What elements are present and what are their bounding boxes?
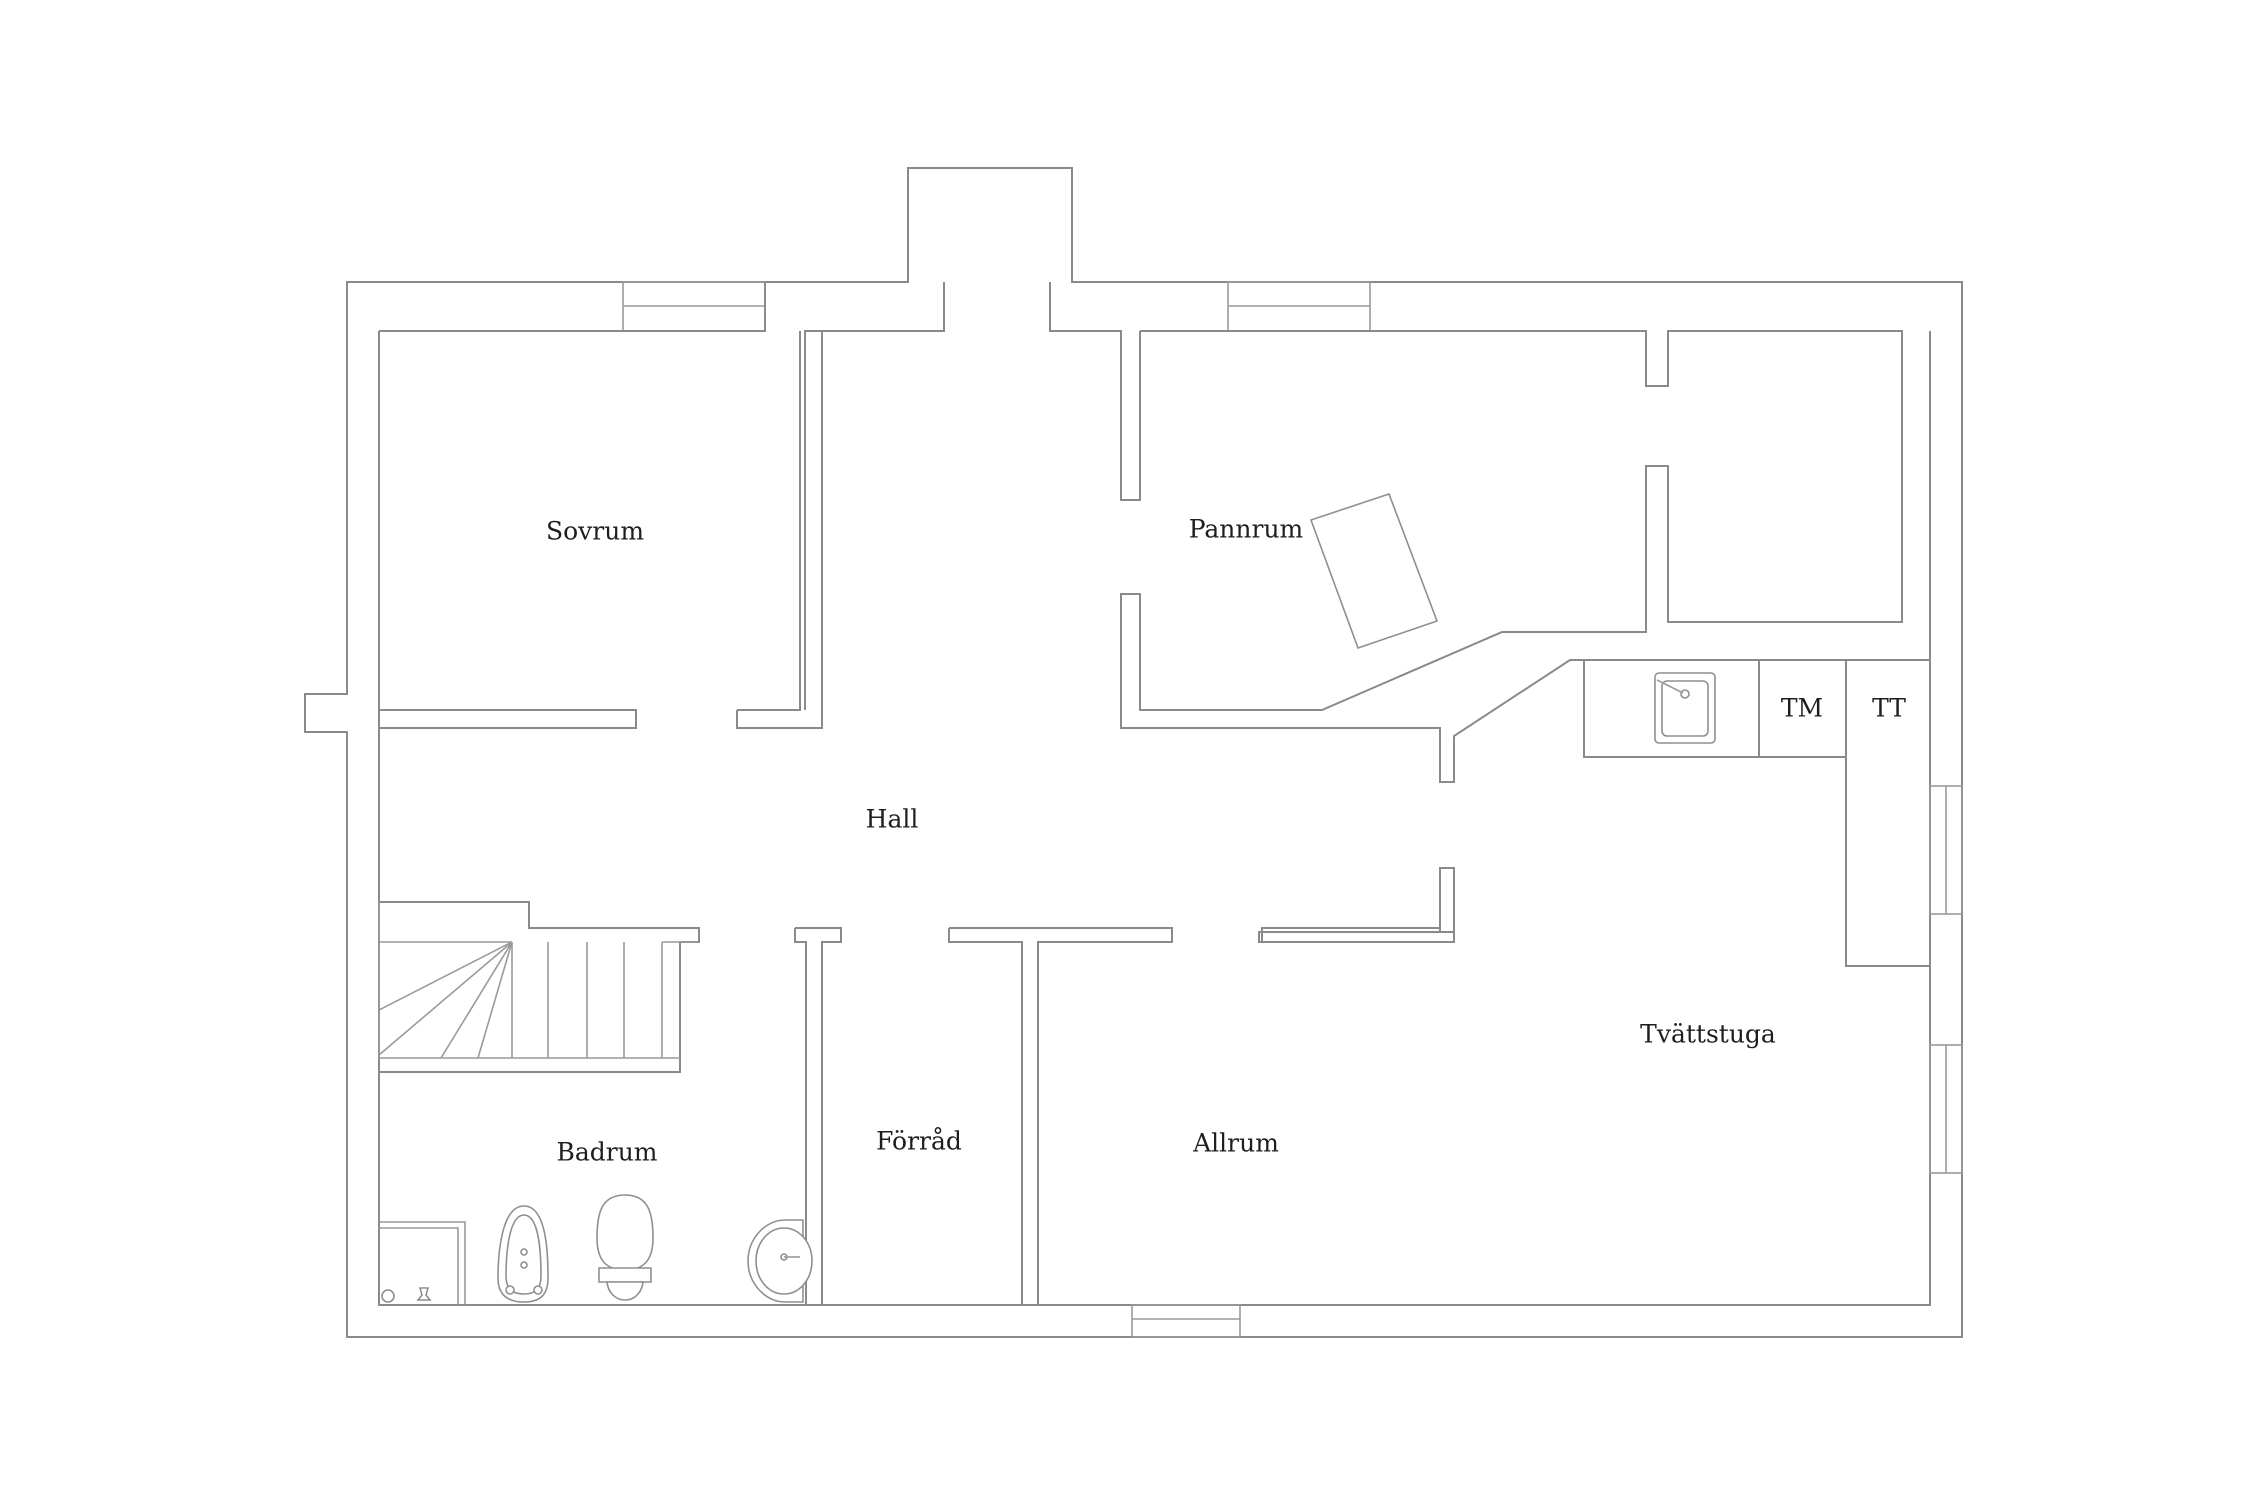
label-forrad: Förråd <box>876 1127 962 1156</box>
label-pannrum: Pannrum <box>1189 515 1304 544</box>
label-tumble-dryer: TT <box>1872 694 1906 723</box>
label-badrum: Badrum <box>556 1138 657 1167</box>
bathtub <box>497 1205 549 1303</box>
windows <box>622 281 1963 1338</box>
label-hall: Hall <box>866 805 919 834</box>
bedroom-walls <box>378 331 823 729</box>
label-washing-machine: TM <box>1781 694 1823 723</box>
laundry-counter <box>1583 660 1930 967</box>
boiler <box>1309 492 1439 650</box>
staircase <box>378 902 699 1059</box>
label-sovrum: Sovrum <box>546 517 644 546</box>
laundry-sink <box>1654 672 1716 744</box>
exterior-walls <box>304 167 1963 1338</box>
shower <box>379 1221 466 1305</box>
entrance-opening <box>379 282 1141 710</box>
hall-lower-walls <box>379 867 1455 1305</box>
toilet <box>596 1194 654 1301</box>
label-tvattstuga: Tvättstuga <box>1640 1020 1776 1049</box>
label-allrum: Allrum <box>1192 1129 1279 1158</box>
boiler-room-walls <box>1120 330 1930 943</box>
washbasin <box>747 1219 813 1303</box>
room-labels: Sovrum Pannrum Hall Badrum Förråd Allrum… <box>546 515 1906 1167</box>
